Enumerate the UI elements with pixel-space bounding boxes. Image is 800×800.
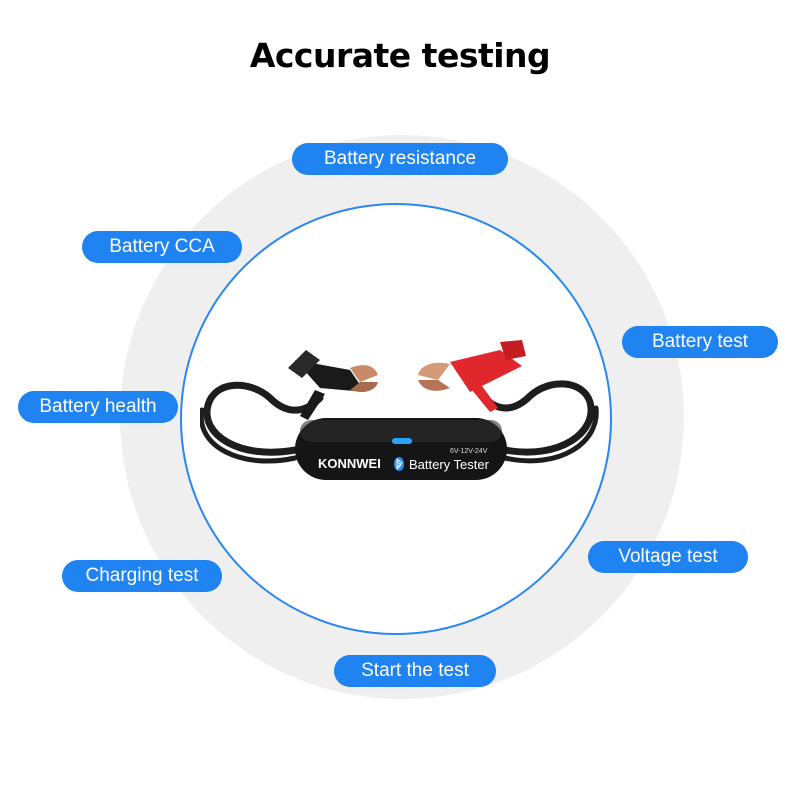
feature-battery-test: Battery test xyxy=(622,326,778,358)
voltage-label: 6V-12V-24V xyxy=(450,448,488,455)
page-title: Accurate testing xyxy=(249,36,551,75)
feature-battery-resistance: Battery resistance xyxy=(292,143,508,175)
feature-battery-health: Battery health xyxy=(18,391,178,423)
feature-voltage-test: Voltage test xyxy=(588,541,748,573)
black-clamp xyxy=(288,350,378,420)
status-led xyxy=(392,438,412,444)
device-name: Battery Tester xyxy=(409,457,490,472)
bluetooth-icon xyxy=(394,457,404,471)
red-clamp xyxy=(418,340,526,412)
feature-charging-test: Charging test xyxy=(62,560,222,592)
feature-start-the-test: Start the test xyxy=(334,655,496,687)
brand-logo: KONNWEI xyxy=(318,456,381,471)
feature-battery-cca: Battery CCA xyxy=(82,231,242,263)
battery-tester-device: 6V-12V-24V KONNWEI Battery Tester xyxy=(200,340,599,480)
